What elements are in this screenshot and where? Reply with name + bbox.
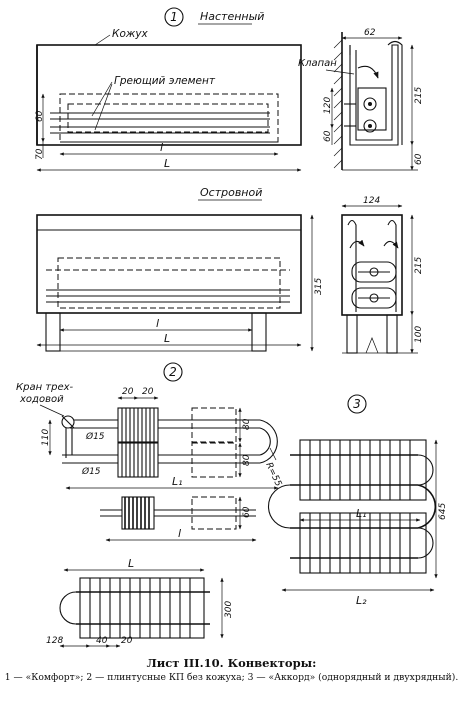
dim-215-island: 215 (414, 257, 424, 274)
dim-315: 315 (314, 278, 324, 295)
fig3-number-circle (347, 394, 367, 414)
dim-80-a: 80 (242, 418, 252, 430)
dim-645: 645 (438, 503, 448, 520)
valve-3way-label-1: Кран трех- (16, 382, 74, 393)
dim-62: 62 (364, 28, 376, 38)
dim-L1-fig3: L₁ (356, 507, 367, 520)
dim-124: 124 (363, 196, 380, 206)
dim-60-side-b: 60 (323, 130, 333, 142)
dim-60-left: 60 (35, 110, 45, 122)
dim-120-side: 120 (323, 97, 333, 114)
dim-phi15-a: Ø15 (85, 431, 105, 442)
dim-128: 128 (46, 636, 63, 646)
dim-60-floor: 60 (414, 153, 424, 165)
fig2-number-circle (163, 362, 183, 382)
dim-40: 40 (96, 636, 108, 646)
dim-215-wall: 215 (414, 87, 424, 104)
caption-title: Конвекторы: (227, 656, 317, 670)
baseboard-convector-lower: 60 l (100, 496, 257, 542)
caption-legend: 1 — «Комфорт»; 2 — плинтусные КП без кож… (4, 672, 459, 683)
fig3-number: 3 (353, 397, 361, 411)
fig1-number: 1 (170, 10, 178, 24)
dim-110: 110 (41, 429, 51, 446)
dim-60-fig2: 60 (242, 506, 252, 518)
caption-title-line: Лист III.10. Конвекторы: (0, 655, 463, 671)
casing-label: Кожух (112, 28, 149, 40)
dim-l-fig2: l (178, 527, 181, 540)
dim-L-fig3: L (128, 557, 134, 570)
figure-caption: Лист III.10. Конвекторы: 1 — «Комфорт»; … (0, 655, 463, 685)
dim-r55: R=55 (263, 461, 283, 488)
heating-element-label: Греющий элемент (114, 75, 216, 87)
dim-100: 100 (414, 326, 424, 343)
dim-80-b: 80 (242, 454, 252, 466)
dim-L1-fig2: L₁ (172, 475, 183, 488)
valve-label: Клапан (298, 58, 337, 69)
caption-sheet: Лист III.10. (146, 656, 224, 670)
island-front-view: l L 315 (36, 214, 324, 352)
wall-front-view: Кожух Греющий элемент 60 70 l L (35, 28, 302, 172)
dim-L-wall: L (164, 157, 170, 170)
fig3-group: 3 (46, 394, 448, 648)
dim-L2: L₂ (356, 594, 367, 607)
fig2-group: 2 Кран трех- ходовой (16, 362, 283, 542)
wall-side-view: Клапан 62 120 60 215 60 (298, 28, 424, 171)
baseboard-convector-upper: 20 20 110 Ø15 Ø15 80 80 R=55 L₁ (41, 387, 283, 490)
dim-300: 300 (224, 601, 234, 618)
dim-20-a: 20 (122, 387, 134, 397)
wall-title: Настенный (200, 10, 264, 23)
island-title: Островной (200, 186, 262, 199)
dim-20-b: 20 (142, 387, 154, 397)
dim-l-island: l (156, 317, 159, 330)
dim-L-island: L (164, 332, 170, 345)
accord-single-row: L 300 128 40 20 (46, 557, 234, 648)
dim-70-left: 70 (35, 148, 45, 160)
fig1-group: 1 Настенный Кожух Греющий элемент 60 (35, 7, 424, 354)
island-side-view: 124 215 100 (341, 196, 424, 354)
fig2-number: 2 (169, 365, 177, 379)
converter-drawing-sheet: 1 Настенный Кожух Греющий элемент 60 (16, 7, 448, 648)
dim-20-fig3: 20 (121, 636, 133, 646)
dim-phi15-b: Ø15 (81, 466, 101, 477)
accord-two-row: L₁ 645 L₂ (267, 439, 448, 607)
valve-3way-label-2: ходовой (19, 394, 64, 405)
fig1-number-circle (164, 7, 184, 27)
dim-l-wall: l (160, 141, 163, 154)
